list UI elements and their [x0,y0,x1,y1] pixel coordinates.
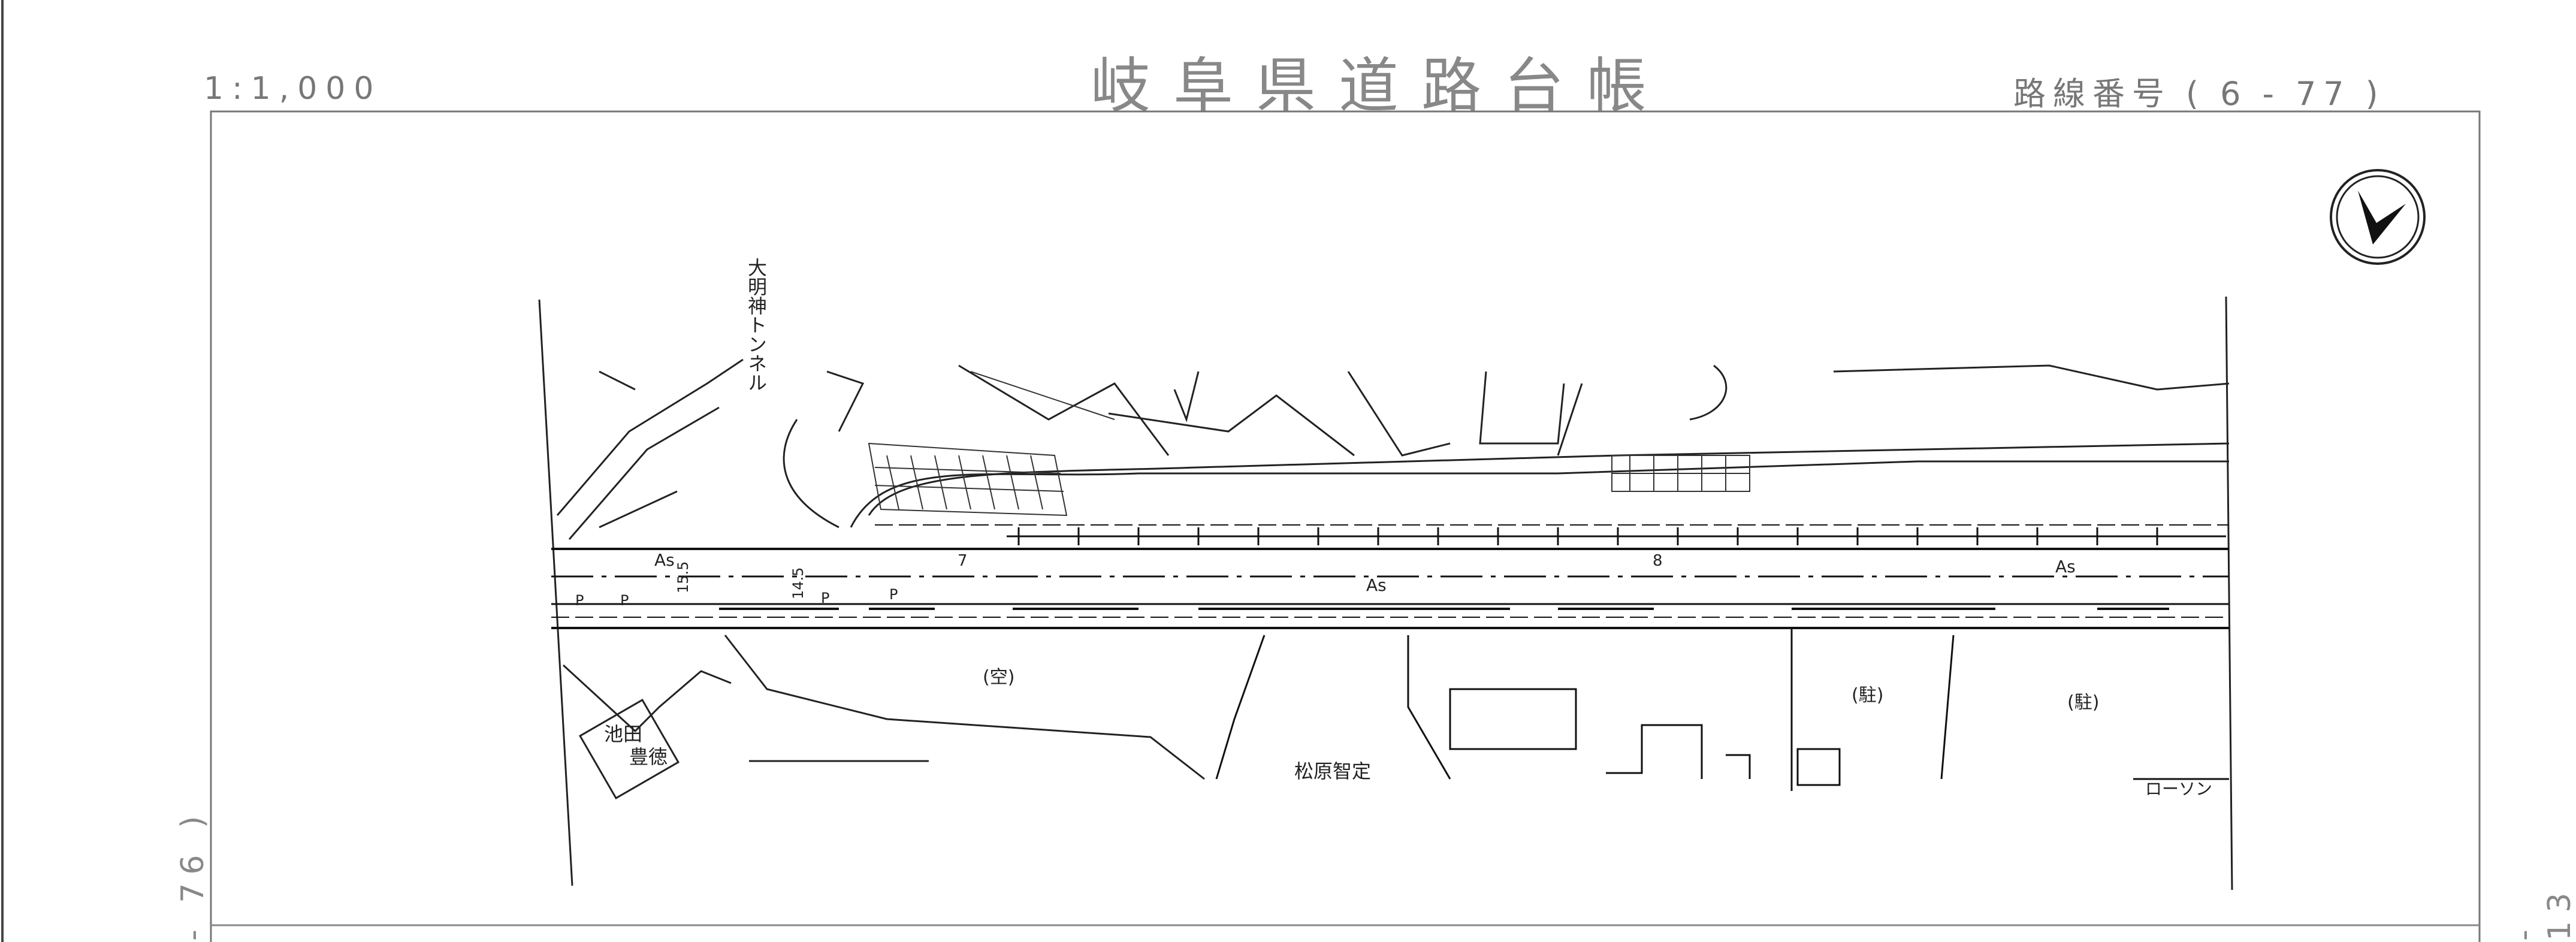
map-frame [210,110,2481,942]
route-number-prefix: 路線番号 [2013,75,2172,113]
route-number-dash: - [2262,75,2281,113]
label-as-center: As [1366,575,1387,595]
route-number-open: ( [2186,75,2206,113]
tunnel-name: 大明神トンネル [745,258,768,392]
owner-matsubara: 松原智定 [1294,760,1371,783]
north-arrow-icon [2330,169,2426,265]
map-scale: 1:1,000 [204,71,382,107]
main-road [551,524,2229,629]
map-labels: 大明神トンネル As As As 15.5 14.5 7 8 P P P P (… [575,258,2212,799]
north-curb-blocks [1007,527,2226,545]
parcel-vacant: (空) [983,667,1014,688]
station-7: 7 [958,552,968,570]
label-as-left: As [654,550,675,570]
tunnel-portal [556,358,865,540]
label-p-4: P [889,586,898,603]
drawing-extents [538,296,2233,890]
page-left-edge [1,0,4,942]
route-number-num2: 77 [2295,75,2351,113]
label-as-right: As [2055,557,2076,576]
road-width-1: 15.5 [675,561,691,593]
label-p-1: P [575,592,584,609]
store-lawson: ローソン [2145,779,2212,799]
route-number: 路線番号 (6-77) [2013,67,2400,114]
owner-toku: 豊徳 [629,745,668,768]
sheet-title: 岐阜県道路台帳 [1091,51,1669,121]
retaining-wall-hatch [868,371,1750,517]
lower-left-features [562,635,1205,800]
road-width-2: 14.5 [790,567,807,599]
parcel-parking-1: (駐) [1852,685,1883,706]
station-8: 8 [1653,552,1663,570]
route-number-num1: 6 [2220,75,2248,113]
parcel-parking-2: (駐) [2067,692,2099,713]
label-p-2: P [620,592,629,609]
north-slope-lines [850,364,2230,528]
label-p-3: P [821,590,829,606]
route-number-close: ) [2365,75,2385,113]
owner-ikeda: 池田 [604,723,642,745]
lower-right-buildings [1215,628,2229,791]
